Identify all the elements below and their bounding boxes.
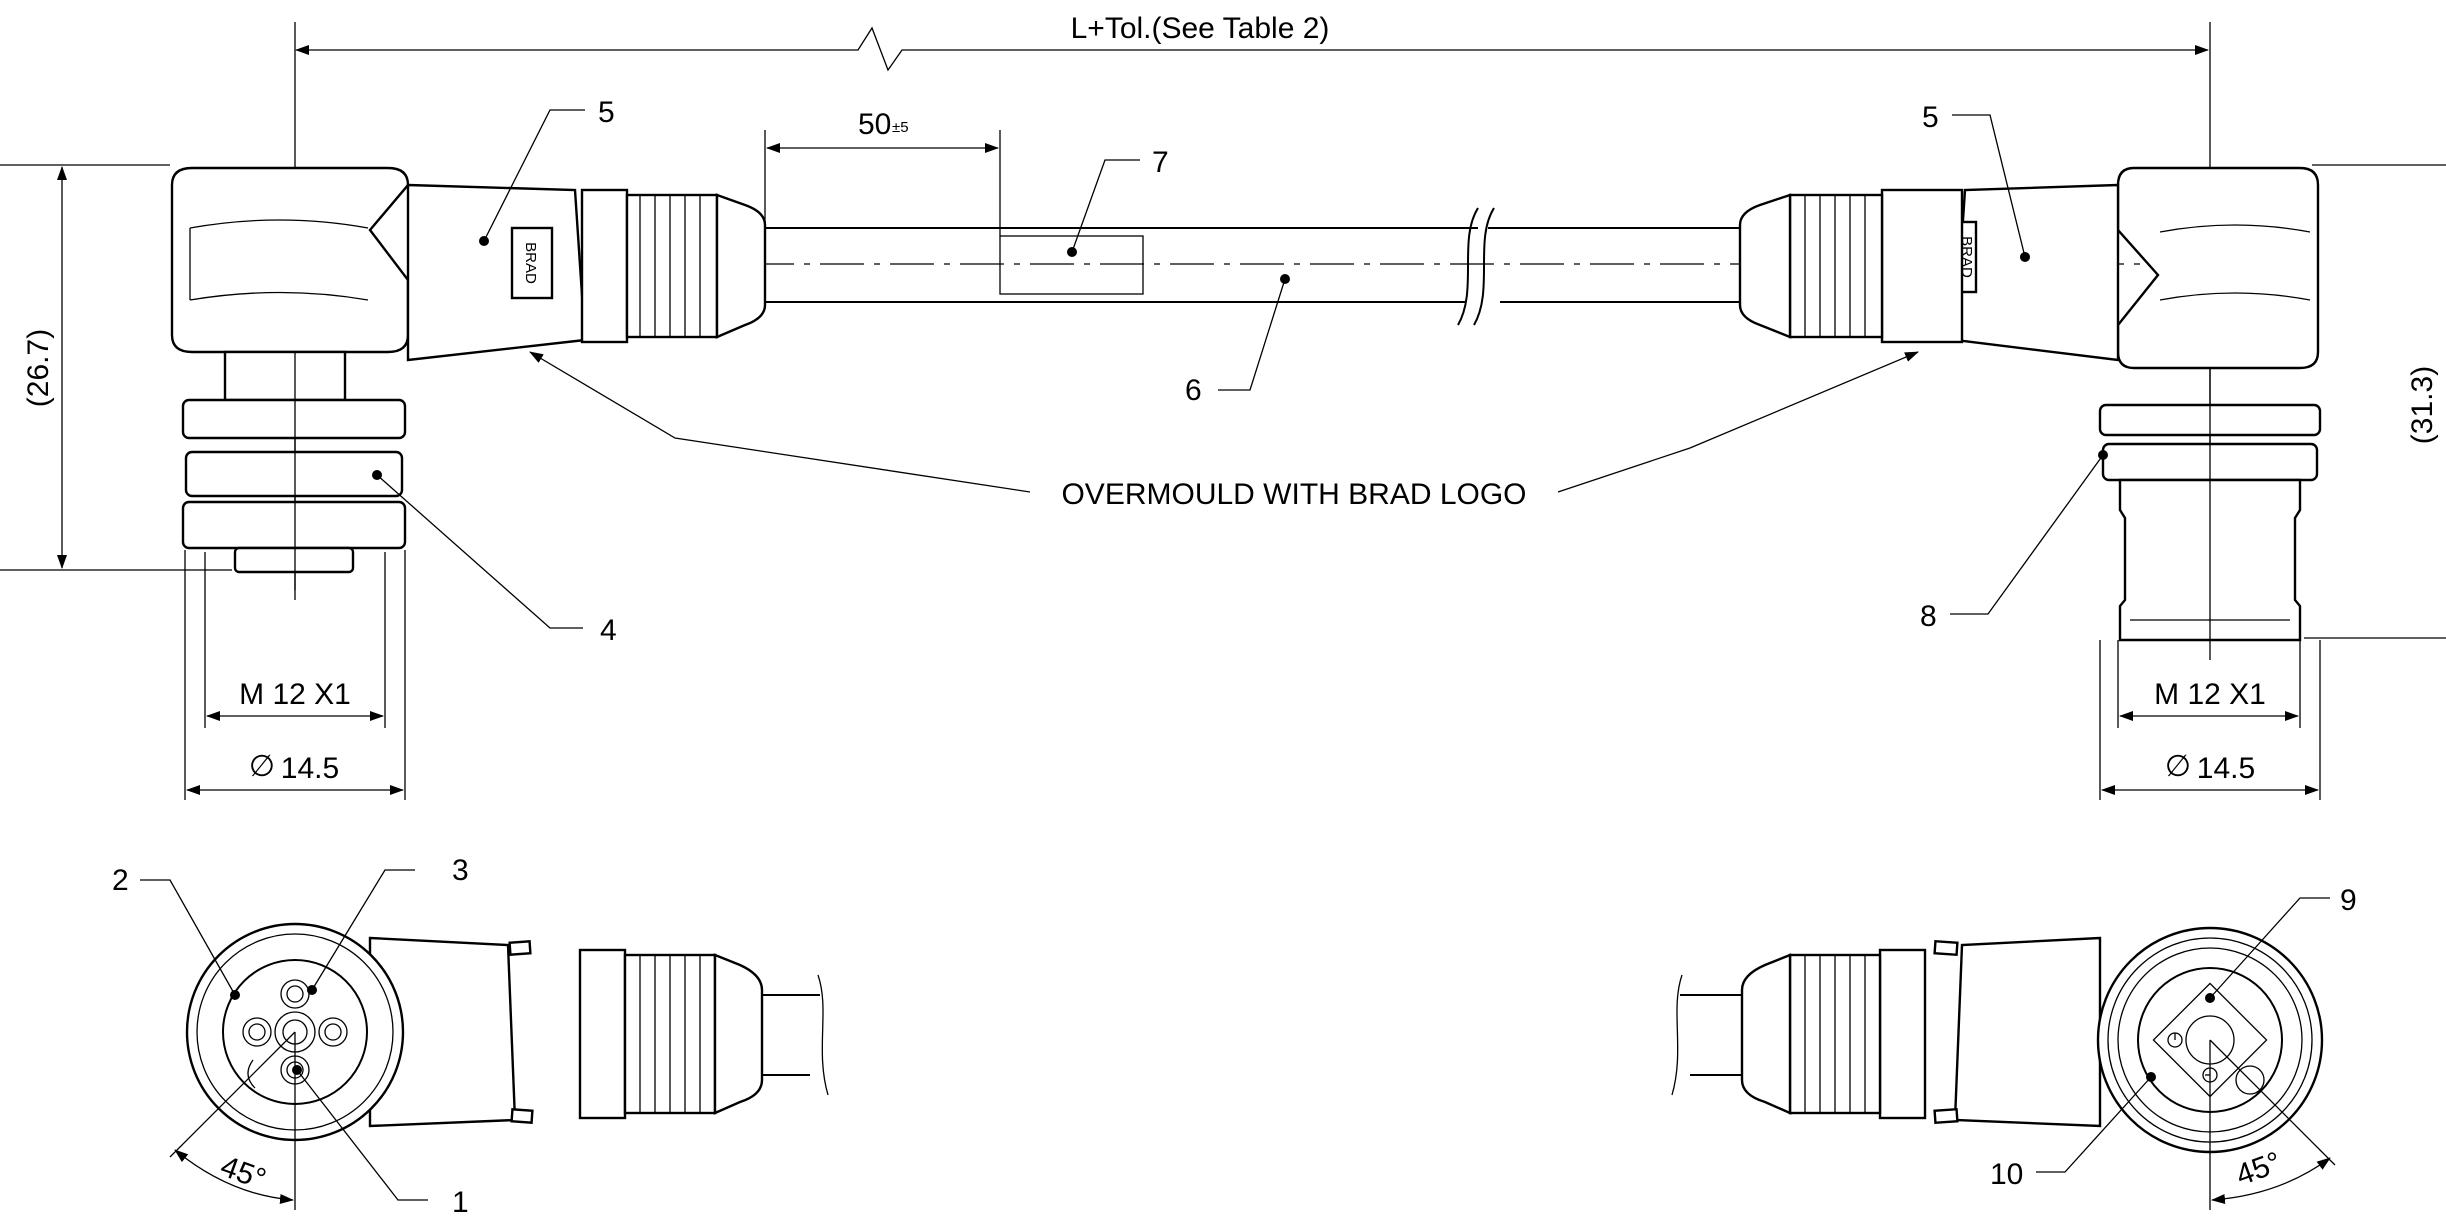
overmould-label: OVERMOULD WITH BRAD LOGO (1061, 478, 1526, 511)
callout-2: 2 (112, 864, 129, 897)
right-angle-label: 45° (2232, 1146, 2286, 1193)
overall-length-label: L+Tol.(See Table 2) (1071, 12, 1330, 45)
callout-leaders (140, 109, 2330, 1201)
right-diameter-label: 14.5 (2197, 752, 2255, 785)
left-height-label: (26.7) (22, 329, 55, 407)
callout-1: 1 (452, 1186, 469, 1216)
callout-5-right: 5 (1922, 101, 1939, 134)
callout-7: 7 (1152, 146, 1169, 179)
callout-8: 8 (1920, 600, 1937, 633)
callout-4: 4 (600, 614, 617, 647)
brad-logo-left (510, 226, 554, 300)
left-connector-side-view: BRAD (170, 166, 767, 590)
callout-5-left: 5 (598, 96, 615, 129)
left-thread-label: M 12 X1 (239, 678, 351, 711)
callout-numbers: 5 7 6 4 5 8 2 3 1 9 10 OVERMOULD WITH BR… (112, 96, 2357, 1216)
right-connector-front-view: 45° (1671, 926, 2336, 1210)
left-diameter-label: 14.5 (281, 752, 339, 785)
left-height-dimension: (26.7) (0, 164, 232, 571)
marker-distance-label: 50 (858, 108, 891, 141)
callout-9: 9 (2340, 884, 2357, 917)
callout-6: 6 (1185, 374, 1202, 407)
marker-distance-tolerance: ±5 (892, 119, 909, 136)
cable (765, 207, 1740, 326)
right-thread-dimensions: M 12 X1 ∅ 14.5 (2099, 640, 2321, 800)
left-thread-dimensions: M 12 X1 ∅ 14.5 (184, 550, 406, 800)
right-height-dimension: (31.3) (2304, 164, 2446, 639)
right-connector-side-view: BRAD (1738, 166, 2322, 660)
left-connector-front-view: 45° (169, 922, 829, 1210)
callout-3: 3 (452, 854, 469, 887)
left-diameter-symbol: ∅ (249, 750, 275, 783)
cable-marker-sleeve (999, 235, 1144, 295)
brad-logo-text-left: BRAD (522, 242, 539, 284)
right-height-label: (31.3) (2406, 366, 2439, 444)
overall-length-dimension: L+Tol.(See Table 2) (294, 12, 2211, 600)
left-angle-label: 45° (216, 1150, 270, 1197)
marker-distance-dimension: 50 ±5 (764, 108, 1001, 236)
callout-10: 10 (1990, 1158, 2023, 1191)
right-thread-label: M 12 X1 (2154, 678, 2266, 711)
right-diameter-symbol: ∅ (2165, 750, 2191, 783)
